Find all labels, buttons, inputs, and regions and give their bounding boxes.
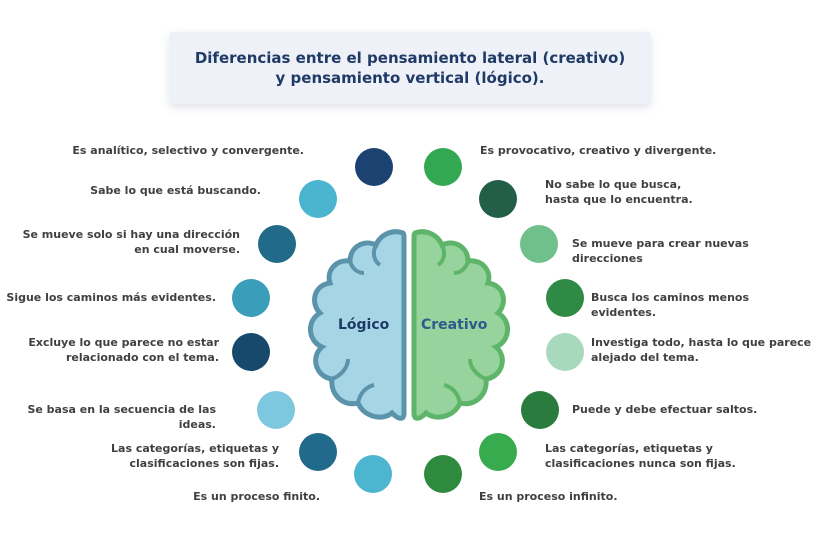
brain-right-fold-3 (468, 358, 487, 381)
logical-trait-8: Es un proceso finito. (193, 490, 320, 503)
creative-dot-8 (424, 455, 462, 493)
logical-dot-2 (299, 180, 337, 218)
creative-trait-3: Se mueve para crear nuevas direcciones (572, 237, 749, 265)
creative-dot-5 (546, 333, 584, 371)
title-line-2: y pensamiento vertical (lógico). (275, 69, 545, 87)
logical-trait-7: Las categorías, etiquetas y clasificacio… (111, 442, 279, 470)
brain-left-fold-3 (331, 358, 350, 381)
creative-dot-4 (546, 279, 584, 317)
brain-right-fold-4 (443, 383, 462, 404)
creative-trait-6: Puede y debe efectuar saltos. (572, 403, 758, 416)
logical-trait-6: Se basa en la secuencia de las ideas. (27, 403, 216, 431)
creative-trait-7: Las categorías, etiquetas y clasificacio… (545, 442, 736, 470)
brain-right-fold-1 (436, 244, 447, 267)
logical-dot-3 (258, 225, 296, 263)
brain-right-label: Creativo (421, 317, 488, 333)
brain-icon (308, 229, 510, 421)
creative-trait-8: Es un proceso infinito. (479, 490, 618, 503)
logical-dot-1 (355, 148, 393, 186)
brain-right-fold-2 (453, 260, 470, 275)
logical-trait-3: Se mueve solo si hay una dirección en cu… (22, 228, 240, 256)
brain-left-fold-1 (371, 244, 382, 267)
brain-left-fold-4 (356, 383, 375, 404)
brain-left-fold-2 (348, 260, 365, 275)
logical-dot-6 (257, 391, 295, 429)
creative-trait-5: Investiga todo, hasta lo que parece alej… (591, 336, 812, 364)
title-line-1: Diferencias entre el pensamiento lateral… (194, 49, 626, 67)
logical-dot-8 (354, 455, 392, 493)
logical-dot-7 (299, 433, 337, 471)
brain-left-hemisphere (308, 229, 407, 421)
brain-right-hemisphere (411, 229, 510, 421)
creative-dot-2 (479, 180, 517, 218)
creative-dot-6 (521, 391, 559, 429)
logical-dot-5 (232, 333, 270, 371)
brain-left-label: Lógico (338, 317, 390, 333)
creative-dot-7 (479, 433, 517, 471)
logical-trait-5: Excluye lo que parece no estar relaciona… (28, 336, 219, 364)
creative-trait-4: Busca los caminos menos evidentes. (591, 291, 750, 319)
creative-dot-3 (520, 225, 558, 263)
logical-trait-1: Es analítico, selectivo y convergente. (72, 144, 304, 157)
creative-trait-2: No sabe lo que busca, hasta que lo encue… (545, 178, 693, 206)
logical-trait-4: Sigue los caminos más evidentes. (6, 291, 216, 304)
creative-dot-1 (424, 148, 462, 186)
logical-dot-4 (232, 279, 270, 317)
title-box: Diferencias entre el pensamiento lateral… (170, 32, 650, 104)
logical-trait-2: Sabe lo que está buscando. (90, 184, 261, 197)
creative-trait-1: Es provocativo, creativo y divergente. (480, 144, 717, 157)
